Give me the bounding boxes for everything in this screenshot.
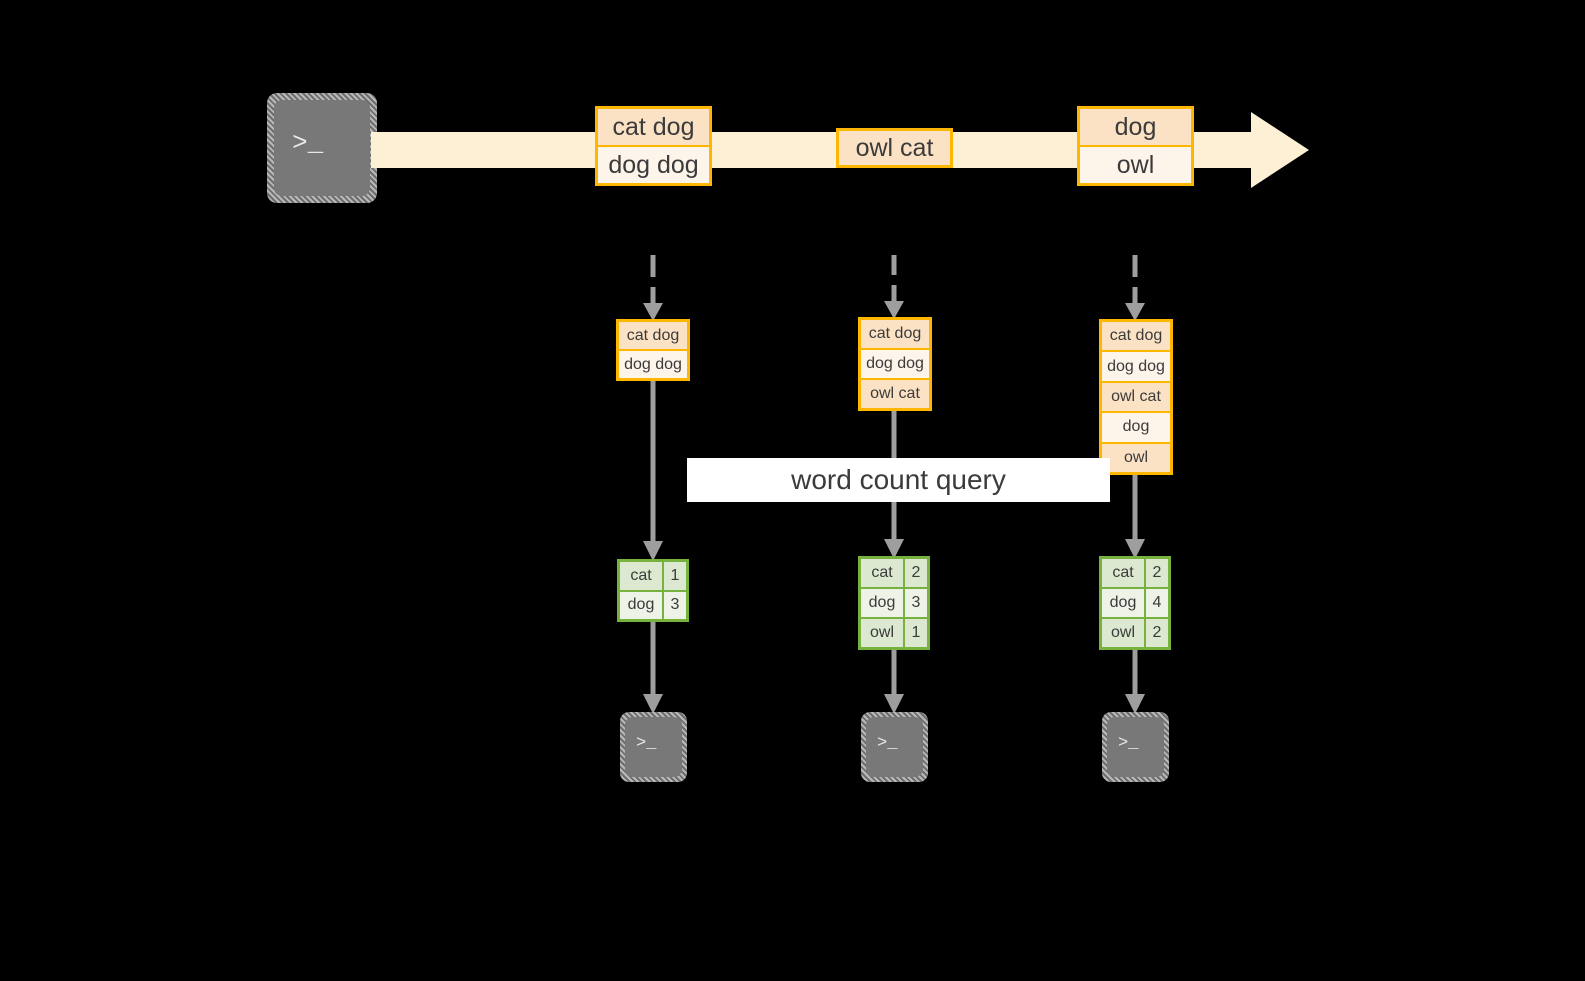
source-terminal[interactable]: >_: [267, 93, 377, 203]
column-2-result-word-1: cat: [861, 559, 903, 587]
column-2-result-row-2: dog 3: [861, 587, 927, 617]
column-2-accumulated-line-3: owl cat: [861, 378, 929, 408]
column-2-result-word-2: dog: [861, 589, 903, 617]
column-2-accumulated-box[interactable]: cat dog dog dog owl cat: [858, 317, 932, 411]
stream-batch-1-line-2: dog dog: [598, 145, 709, 183]
column-3-query-connector: [1123, 475, 1147, 559]
stream-batch-2-line-1: owl cat: [839, 131, 950, 165]
stream-batch-3-line-2: owl: [1080, 145, 1191, 183]
column-1-accumulated-line-1: cat dog: [619, 322, 687, 349]
column-2-result-row-1: cat 2: [861, 559, 927, 587]
column-2-result-count-2: 3: [903, 589, 927, 617]
column-3-accumulated-box[interactable]: cat dog dog dog owl cat dog owl: [1099, 319, 1173, 475]
column-3-result-word-1: cat: [1102, 559, 1144, 587]
column-1-accumulated-box[interactable]: cat dog dog dog: [616, 319, 690, 381]
column-2-result-table[interactable]: cat 2 dog 3 owl 1: [858, 556, 930, 650]
column-2-result-row-3: owl 1: [861, 617, 927, 647]
column-1-result-row-2: dog 3: [620, 589, 686, 619]
column-1-result-count-2: 3: [662, 591, 686, 619]
column-1-sink-terminal[interactable]: >_: [620, 712, 687, 782]
column-3-result-row-3: owl 2: [1102, 617, 1168, 647]
column-2-sink-connector: [882, 650, 906, 714]
column-2-accumulated-line-2: dog dog: [861, 348, 929, 378]
column-2-result-word-3: owl: [861, 619, 903, 647]
column-3-stream-connector: [1123, 255, 1147, 321]
column-3-accumulated-line-1: cat dog: [1102, 322, 1170, 351]
column-3-accumulated-line-4: dog: [1102, 411, 1170, 442]
column-2-result-count-1: 2: [903, 559, 927, 587]
column-3-result-word-2: dog: [1102, 589, 1144, 617]
column-3-sink-terminal-screen: >_: [1107, 717, 1164, 777]
query-label-banner: word count query: [687, 458, 1110, 502]
stream-batch-1-line-1: cat dog: [598, 109, 709, 145]
column-1-stream-connector: [641, 255, 665, 321]
column-2-result-count-3: 1: [903, 619, 927, 647]
column-2-accumulated-line-1: cat dog: [861, 320, 929, 348]
query-label-text: word count query: [791, 464, 1006, 495]
column-3-result-table[interactable]: cat 2 dog 4 owl 2: [1099, 556, 1171, 650]
column-3-result-word-3: owl: [1102, 619, 1144, 647]
column-3-result-count-2: 4: [1144, 589, 1168, 617]
column-3-result-count-3: 2: [1144, 619, 1168, 647]
column-1-accumulated-line-2: dog dog: [619, 349, 687, 378]
column-2-sink-terminal-screen: >_: [866, 717, 923, 777]
column-3-result-row-1: cat 2: [1102, 559, 1168, 587]
column-3-accumulated-line-5: owl: [1102, 441, 1170, 473]
stream-batch-1[interactable]: cat dog dog dog: [595, 106, 712, 186]
column-1-result-table[interactable]: cat 1 dog 3: [617, 559, 689, 622]
column-2-sink-terminal[interactable]: >_: [861, 712, 928, 782]
terminal-prompt-icon: >_: [1118, 734, 1139, 753]
column-1-sink-terminal-screen: >_: [625, 717, 682, 777]
column-1-sink-connector: [641, 622, 665, 714]
terminal-prompt-icon: >_: [877, 734, 898, 753]
column-1-result-count-1: 1: [662, 562, 686, 590]
stream-batch-3-line-1: dog: [1080, 109, 1191, 145]
column-1-result-word-1: cat: [620, 562, 662, 590]
column-1-query-connector: [641, 381, 665, 561]
column-1-result-row-1: cat 1: [620, 562, 686, 590]
terminal-prompt-icon: >_: [292, 128, 324, 158]
stream-batch-2[interactable]: owl cat: [836, 128, 953, 168]
column-2-stream-connector: [882, 255, 906, 319]
source-terminal-screen: >_: [274, 100, 370, 196]
column-3-result-row-2: dog 4: [1102, 587, 1168, 617]
column-3-accumulated-line-3: owl cat: [1102, 380, 1170, 412]
terminal-prompt-icon: >_: [636, 734, 657, 753]
column-3-sink-connector: [1123, 650, 1147, 714]
stream-batch-3[interactable]: dog owl: [1077, 106, 1194, 186]
column-3-sink-terminal[interactable]: >_: [1102, 712, 1169, 782]
column-3-accumulated-line-2: dog dog: [1102, 350, 1170, 381]
column-3-result-count-1: 2: [1144, 559, 1168, 587]
column-1-result-word-2: dog: [620, 591, 662, 619]
